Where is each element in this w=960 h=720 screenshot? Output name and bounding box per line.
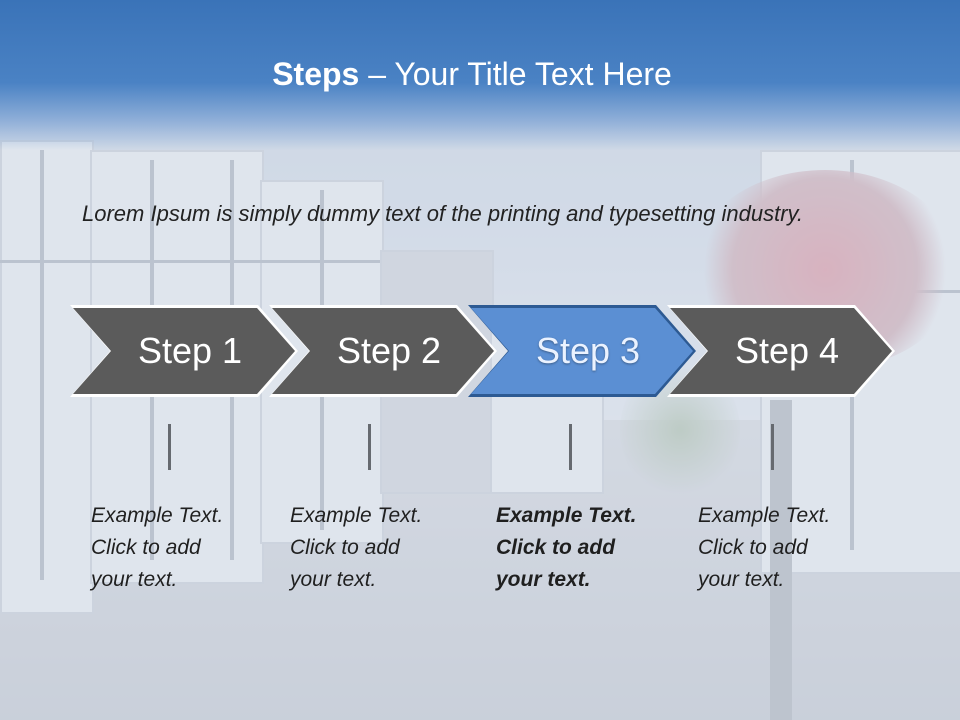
slide-title[interactable]: Steps – Your Title Text Here bbox=[0, 56, 944, 93]
step-text-line: Example Text. bbox=[91, 504, 224, 527]
step-1-label: Step 1 bbox=[137, 330, 243, 371]
step-text-line: Example Text. bbox=[290, 504, 423, 527]
step-text-line: Click to add bbox=[496, 536, 616, 559]
step-2-chevron[interactable]: Step 2 bbox=[269, 305, 497, 397]
step-text-line: Example Text. bbox=[698, 504, 831, 527]
title-rest: – Your Title Text Here bbox=[368, 56, 672, 92]
step-text-line: Click to add bbox=[698, 536, 808, 559]
step-3-connector bbox=[569, 424, 572, 470]
step-text-line: your text. bbox=[496, 568, 591, 591]
step-1-text[interactable]: Example Text. Click to add your text. bbox=[91, 500, 261, 596]
step-2-text[interactable]: Example Text. Click to add your text. bbox=[290, 500, 460, 596]
step-4-label: Step 4 bbox=[734, 330, 840, 371]
step-1-connector bbox=[168, 424, 171, 470]
step-4-chevron[interactable]: Step 4 bbox=[667, 305, 895, 397]
step-2-connector bbox=[368, 424, 371, 470]
step-4-connector bbox=[771, 424, 774, 470]
step-text-line: Click to add bbox=[290, 536, 400, 559]
step-text-line: Click to add bbox=[91, 536, 201, 559]
step-text-line: your text. bbox=[91, 568, 178, 591]
step-text-line: your text. bbox=[290, 568, 377, 591]
title-bold: Steps bbox=[272, 56, 360, 92]
step-3-label: Step 3 bbox=[535, 330, 641, 371]
step-text-line: your text. bbox=[698, 568, 785, 591]
step-4-text[interactable]: Example Text. Click to add your text. bbox=[698, 500, 868, 596]
step-2-label: Step 2 bbox=[336, 330, 442, 371]
step-3-text[interactable]: Example Text. Click to add your text. bbox=[496, 500, 666, 596]
step-text-line: Example Text. bbox=[496, 504, 637, 527]
header-band bbox=[0, 0, 960, 150]
lead-paragraph[interactable]: Lorem Ipsum is simply dummy text of the … bbox=[82, 201, 804, 226]
